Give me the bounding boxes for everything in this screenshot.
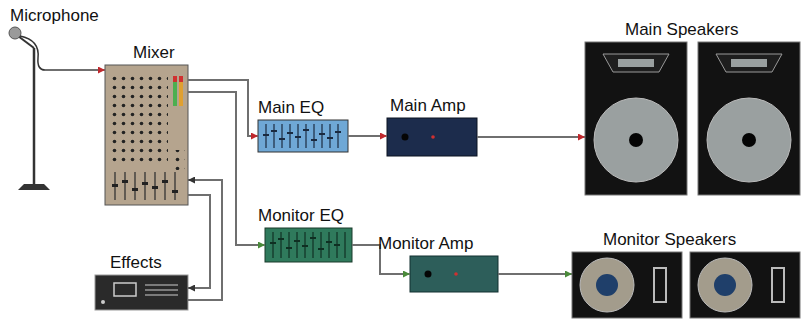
main-eq-drawing <box>258 120 348 152</box>
node-label: Monitor Amp <box>378 234 473 254</box>
eq-node: Main EQ <box>258 120 348 152</box>
signal-cable <box>45 69 105 71</box>
signal-cable <box>498 273 572 275</box>
microphone-node: Microphone <box>8 28 45 195</box>
signal-cable <box>477 136 585 138</box>
speakers-node: Monitor Speakers <box>572 252 800 318</box>
amp-node: Main Amp <box>387 118 477 156</box>
mixer-drawing <box>105 65 188 205</box>
speakers-node: Main Speakers <box>585 42 800 195</box>
main-speakers-drawing <box>585 42 800 195</box>
node-label: Effects <box>110 253 162 273</box>
mixer-node: Mixer <box>105 65 188 205</box>
signal-cable <box>188 180 222 300</box>
node-label: Main EQ <box>258 98 324 118</box>
monitor-amp-drawing <box>410 256 498 292</box>
node-label: Monitor EQ <box>258 206 344 226</box>
eq-node: Monitor EQ <box>265 228 352 262</box>
node-label: Main Amp <box>390 96 466 116</box>
signal-cable <box>188 92 265 245</box>
signal-cable <box>188 195 210 288</box>
amp-node: Monitor Amp <box>410 256 498 292</box>
main-amp-drawing <box>387 118 477 156</box>
monitor-speakers-drawing <box>572 252 800 318</box>
node-label: Monitor Speakers <box>603 230 736 250</box>
effects-unit-drawing <box>95 275 188 310</box>
node-label: Microphone <box>10 6 99 26</box>
effects-node: Effects <box>95 275 188 310</box>
node-label: Mixer <box>133 43 175 63</box>
signal-cable <box>348 135 387 137</box>
monitor-eq-drawing <box>265 228 352 262</box>
signal-cable <box>188 80 258 136</box>
microphone-drawing <box>9 27 50 190</box>
node-label: Main Speakers <box>625 20 738 40</box>
